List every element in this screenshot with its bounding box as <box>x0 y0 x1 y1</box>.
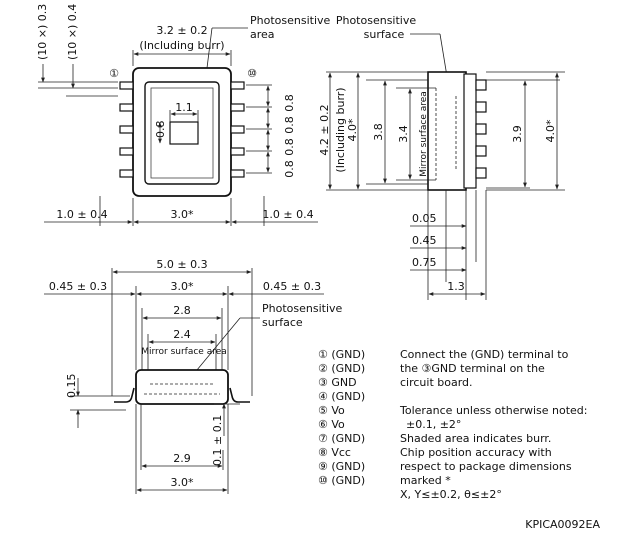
right-lead-profile <box>229 387 250 403</box>
pin-8: ⑧ Vcc <box>318 446 351 459</box>
pin-6: ⑥ Vo <box>318 418 345 431</box>
pin-9: ⑨ (GND) <box>318 460 365 473</box>
side-photo-label-1: Photosensitive <box>336 14 417 27</box>
side-photo-label-2: surface <box>364 28 405 41</box>
front-view: 5.0 ± 0.3 0.45 ± 0.3 3.0* 0.45 ± 0.3 2.8… <box>44 258 343 494</box>
side-height-note: (Including burr) <box>334 87 347 172</box>
pitch-dim-2: (10 ×) 0.4 <box>66 4 79 60</box>
pitch-dim-1: (10 ×) 0.3 <box>36 4 49 60</box>
top-left-lead: 1.0 ± 0.4 <box>56 208 107 221</box>
front-0-15: 0.15 <box>65 374 78 399</box>
front-2-9: 2.9 <box>173 452 191 465</box>
side-3-9: 3.9 <box>511 125 524 143</box>
pin10-mark: ⑩ <box>247 67 257 80</box>
left-lead-profile <box>114 387 135 403</box>
pitch-label-3: 0.8 <box>283 138 296 156</box>
note-line-1: Connect the (GND) terminal to <box>400 348 569 361</box>
note-line-6: Shaded area indicates burr. <box>400 432 551 445</box>
front-body-width: 3.0* <box>171 280 194 293</box>
front-right-lead: 0.45 ± 0.3 <box>263 280 321 293</box>
pin-10: ⑩ (GND) <box>318 474 365 487</box>
front-total-width: 5.0 ± 0.3 <box>156 258 207 271</box>
right-leads <box>230 81 245 178</box>
pin-7: ⑦ (GND) <box>318 432 365 445</box>
side-mirror-label: Mirror surface area <box>419 91 429 177</box>
top-photo-label-1: Photosensitive <box>250 14 331 27</box>
pin1-mark: ① <box>109 67 119 80</box>
front-bottom-width: 3.0* <box>171 476 194 489</box>
front-2-4: 2.4 <box>173 328 191 341</box>
pin-4: ④ (GND) <box>318 390 365 403</box>
front-photo-label-1: Photosensitive <box>262 302 343 315</box>
side-0-05: 0.05 <box>412 212 437 225</box>
pitch-label-4: 0.8 <box>283 160 296 178</box>
side-body-back <box>463 73 477 189</box>
pin-1: ① (GND) <box>318 348 365 361</box>
pin-3: ③ GND <box>318 376 357 389</box>
note-line-5: ±0.1, ±2° <box>406 418 461 431</box>
top-body-width: 3.0* <box>171 208 194 221</box>
top-right-lead: 1.0 ± 0.4 <box>262 208 313 221</box>
front-body <box>135 369 229 405</box>
note-line-3: circuit board. <box>400 376 473 389</box>
note-line-4: Tolerance unless otherwise noted: <box>399 404 588 417</box>
top-width-dim: 3.2 ± 0.2 <box>156 24 207 37</box>
pin-5: ⑤ Vo <box>318 404 345 417</box>
side-0-45: 0.45 <box>412 234 437 247</box>
side-height-star: 4.0* <box>346 118 359 141</box>
front-2-8: 2.8 <box>173 304 191 317</box>
window-inner <box>150 87 214 179</box>
window-outline <box>144 81 220 185</box>
side-3-4: 3.4 <box>397 125 410 143</box>
area-width: 1.1 <box>175 101 193 114</box>
notes: Connect the (GND) terminal to the ③GND t… <box>399 348 588 501</box>
note-line-8: respect to package dimensions <box>400 460 572 473</box>
side-height-dim: 4.2 ± 0.2 <box>318 104 331 155</box>
pitch-label-2: 0.8 <box>283 116 296 134</box>
side-leads <box>475 79 487 179</box>
package-body <box>132 67 232 197</box>
side-4-0: 4.0* <box>544 119 557 142</box>
photosensitive-area <box>169 121 199 145</box>
front-photo-label-2: surface <box>262 316 303 329</box>
top-photo-label-2: area <box>250 28 275 41</box>
side-body <box>427 71 467 191</box>
note-line-2: the ③GND terminal on the <box>400 362 545 375</box>
pin-2: ② (GND) <box>318 362 365 375</box>
side-1-3: 1.3 <box>447 280 465 293</box>
note-line-9: marked * <box>400 474 451 487</box>
front-left-lead: 0.45 ± 0.3 <box>49 280 107 293</box>
document-code: KPICA0092EA <box>525 518 600 531</box>
front-mirror-label: Mirror surface area <box>141 347 227 357</box>
pin-list: ① (GND) ② (GND) ③ GND ④ (GND) ⑤ Vo ⑥ Vo … <box>318 348 365 487</box>
side-view: Photosensitive surface 4.2 ± 0.2 (Includ… <box>318 14 565 300</box>
side-3-8: 3.8 <box>372 123 385 141</box>
left-leads <box>119 81 134 178</box>
front-0-1: 0.1 ± 0.1 <box>211 415 224 466</box>
note-line-7: Chip position accuracy with <box>400 446 552 459</box>
area-height: 0.8 <box>154 121 167 139</box>
top-width-note: (Including burr) <box>139 39 224 52</box>
note-line-10: X, Y≤±0.2, θ≤±2° <box>400 488 502 501</box>
top-view: (10 ×) 0.3 (10 ×) 0.4 3.2 ± 0.2 (Includi… <box>36 4 331 226</box>
side-0-75: 0.75 <box>412 256 437 269</box>
pitch-label-1: 0.8 <box>283 94 296 112</box>
pitch-ladder <box>246 84 272 174</box>
